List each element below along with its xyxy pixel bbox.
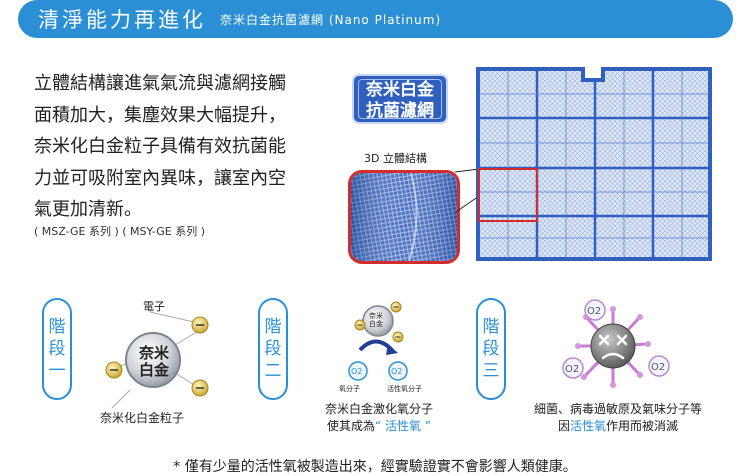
nano-platinum-particle bbox=[125, 332, 181, 388]
oxygen-molecule-label: 氧分子 bbox=[339, 385, 360, 393]
o2-text: O2 bbox=[391, 367, 402, 376]
stage-3-caption-line: 因活性氧作用而被消滅 bbox=[518, 418, 718, 435]
stage-2-char: 段 bbox=[264, 339, 282, 359]
oxygen-molecule-icon bbox=[348, 361, 368, 381]
stage-1-diagram bbox=[105, 311, 209, 409]
stage-3-char: 三 bbox=[482, 361, 500, 381]
stage-2-caption-line: 奈米白金激化氧分子 bbox=[324, 402, 433, 416]
model-series: ( MSZ-GE 系列 ) ( MSY-GE 系列 ) bbox=[34, 225, 206, 238]
dead-eyes-icon bbox=[598, 334, 628, 346]
stage-2-diagram: O2 O2 · bbox=[348, 301, 408, 381]
footnote: * 僅有少量的活性氧被製造出來，經實驗證實不會影響人類健康。 bbox=[173, 459, 577, 475]
active-oxygen-icon bbox=[648, 355, 670, 377]
stage-3-char: 段 bbox=[482, 339, 500, 359]
intro-line: 力並可吸附室內異味，讓室內空 bbox=[34, 167, 286, 189]
structure-label: 3D 立體結構 bbox=[364, 152, 427, 165]
stage-3-char: 階 bbox=[482, 317, 500, 337]
stage-2-char: 階 bbox=[264, 317, 282, 337]
caption-text: 作用而被消滅 bbox=[606, 419, 679, 433]
stage-3-label: 階 段 三 bbox=[476, 298, 506, 400]
badge-line-2: 抗菌濾網 bbox=[366, 101, 434, 121]
zoom-highlight-box bbox=[478, 168, 538, 222]
mini-particle-label-line: 奈米 bbox=[369, 312, 383, 320]
active-oxygen-label: 活性氧分子 bbox=[387, 385, 422, 393]
badge-border bbox=[358, 79, 442, 119]
intro-paragraph: 立體結構讓進氣氣流與濾網接觸 面積加大，集塵效果大幅提升， 奈米化白金粒子具備有… bbox=[34, 68, 319, 226]
o2-text: O2 bbox=[351, 367, 362, 376]
banner-title: 清淨能力再進化 bbox=[38, 8, 206, 32]
o2-text: O2 bbox=[651, 362, 665, 373]
particle-label-line: 白金 bbox=[138, 361, 169, 379]
filter-frame-image bbox=[475, 66, 713, 262]
electron-icon bbox=[191, 379, 209, 397]
active-oxygen-icon bbox=[562, 357, 584, 379]
stage-1-char: 階 bbox=[48, 317, 66, 337]
stage-2-caption-line: 使其成為“ 活性氧 ” bbox=[316, 418, 442, 435]
electron-label: 電子 bbox=[143, 300, 165, 313]
active-oxygen-icon bbox=[584, 299, 606, 321]
electron-icon bbox=[354, 319, 366, 331]
stage-1-char: 一 bbox=[48, 361, 66, 381]
stage-3-caption: 細菌、病毒過敏原及氣味分子等 因活性氧作用而被消滅 bbox=[518, 401, 718, 435]
electron-icon bbox=[105, 361, 123, 379]
intro-line: 面積加大，集塵效果大幅提升， bbox=[34, 104, 286, 126]
electron-pointer-line bbox=[149, 311, 195, 323]
intro-line: 奈米化白金粒子具備有效抗菌能 bbox=[34, 136, 286, 157]
stage-1-char: 段 bbox=[48, 339, 66, 359]
electron-icon bbox=[390, 301, 402, 313]
stage-1-label: 階 段 一 bbox=[42, 298, 72, 400]
mini-particle-label-line: 白金 bbox=[369, 320, 383, 328]
stage-1-caption: 奈米化白金粒子 bbox=[100, 411, 185, 425]
intro-line: 氣更加清新。 bbox=[34, 199, 142, 220]
badge-line-1: 奈米白金 bbox=[366, 80, 434, 100]
mesh-closeup-image bbox=[348, 170, 460, 264]
mesh-closeup-graphic bbox=[351, 173, 457, 261]
filter-frame-graphic bbox=[476, 67, 712, 261]
electron-icon bbox=[191, 316, 209, 334]
o2-text: O2 bbox=[587, 306, 601, 317]
o2-text: O2 bbox=[565, 364, 579, 375]
stage-3-diagram: O2 O2 O2 bbox=[562, 299, 670, 388]
svg-text:·: · bbox=[402, 361, 404, 368]
banner-subtitle: 奈米白金抗菌濾網 (Nano Platinum) bbox=[220, 12, 442, 27]
electron-icon bbox=[392, 331, 404, 343]
caption-text: 因 bbox=[557, 419, 570, 433]
active-oxygen-highlight: 活性氧 bbox=[569, 419, 606, 433]
stage-2-label: 階 段 二 bbox=[258, 298, 288, 400]
active-oxygen-icon bbox=[388, 361, 408, 381]
stage-2-caption: 奈米白金激化氧分子 使其成為“ 活性氧 ” bbox=[316, 401, 442, 435]
stage-2-char: 二 bbox=[264, 361, 282, 381]
particle-label-line: 奈米 bbox=[138, 344, 169, 362]
header-banner: 清淨能力再進化 奈米白金抗菌濾網 (Nano Platinum) bbox=[18, 0, 733, 38]
germ-icon bbox=[590, 323, 636, 369]
nano-platinum-badge: 奈米白金 抗菌濾網 bbox=[352, 74, 448, 124]
stage-3-caption-line: 細菌、病毒過敏原及氣味分子等 bbox=[533, 402, 702, 416]
particle-label: 奈米 白金 bbox=[138, 345, 170, 379]
caption-text: 使其成為 bbox=[326, 419, 375, 433]
active-oxygen-highlight: “ 活性氧 ” bbox=[374, 419, 432, 433]
mini-particle-label: 奈米 白金 bbox=[369, 312, 383, 328]
intro-line: 立體結構讓進氣氣流與濾網接觸 bbox=[34, 73, 286, 94]
